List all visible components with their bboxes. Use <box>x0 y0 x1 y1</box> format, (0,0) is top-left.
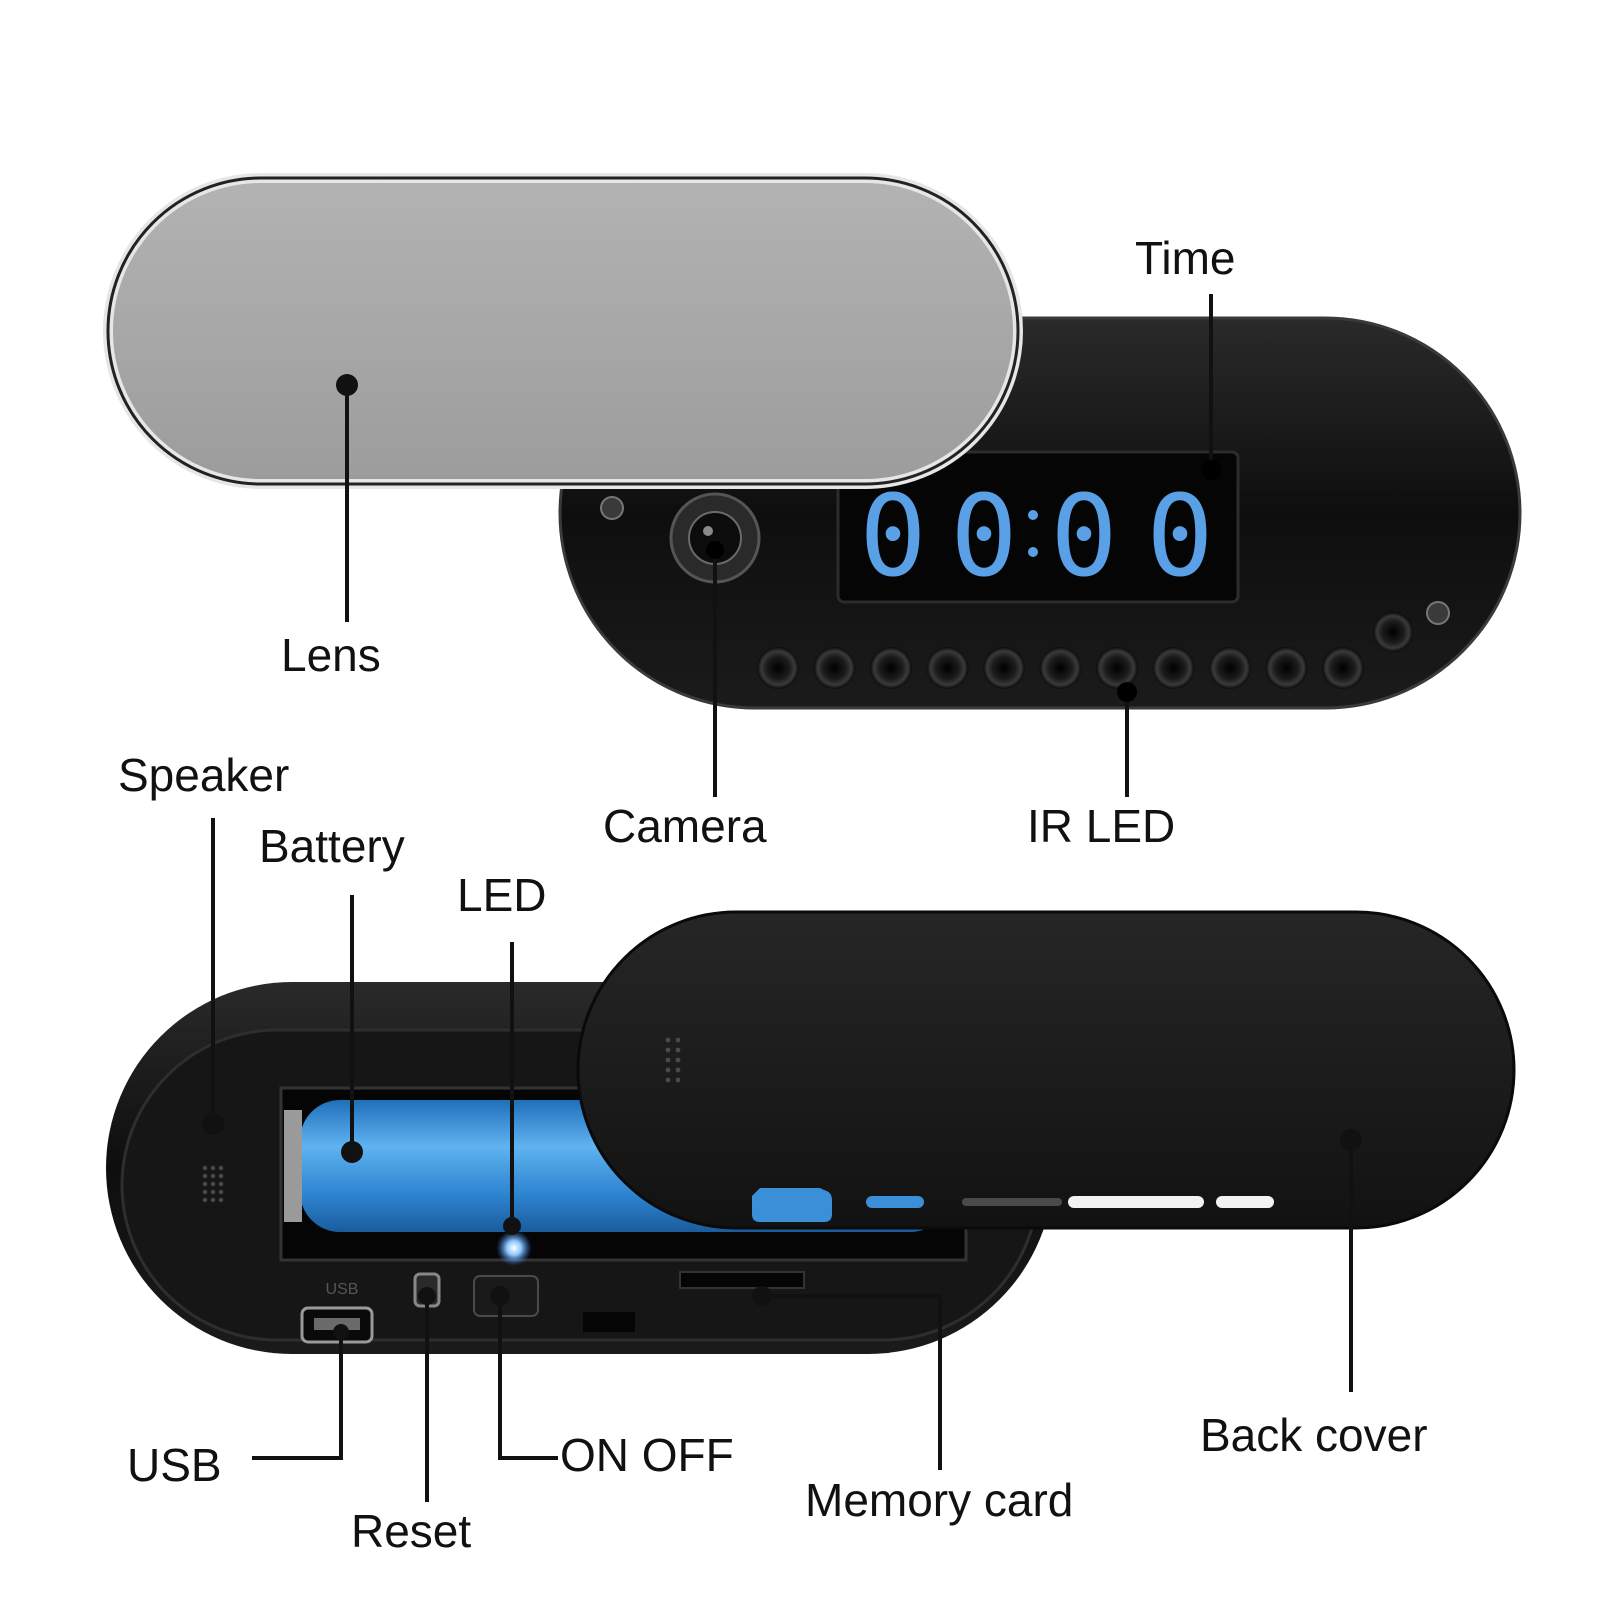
label-lens: Lens <box>281 629 381 681</box>
ir-led <box>757 647 799 689</box>
vent-hole <box>665 1057 671 1063</box>
display-digit: 0 <box>1146 472 1213 602</box>
leader-dot <box>503 1217 521 1235</box>
speaker-hole <box>218 1173 224 1179</box>
leader-dot <box>336 374 358 396</box>
ir-led <box>1209 647 1251 689</box>
cover-strip <box>1068 1196 1204 1208</box>
vent-hole <box>665 1067 671 1073</box>
ir-led <box>813 647 856 689</box>
speaker-hole <box>210 1173 216 1179</box>
vent-hole <box>665 1037 671 1043</box>
leader-on-off <box>498 1296 558 1460</box>
leader-dot <box>1117 682 1137 702</box>
vent-hole <box>665 1047 671 1053</box>
leader-dot <box>1201 460 1221 480</box>
vent-hole <box>675 1037 681 1043</box>
ir-led <box>1096 647 1138 689</box>
vent-hole <box>675 1057 681 1063</box>
label-reset: Reset <box>351 1505 472 1557</box>
leader-memory-card <box>762 1294 942 1470</box>
leader-dot <box>1340 1129 1362 1151</box>
leader-dots <box>202 374 1362 1340</box>
speaker-hole <box>218 1197 224 1203</box>
cover-strip <box>866 1196 924 1208</box>
speaker-hole <box>202 1173 208 1179</box>
vent-hole <box>675 1067 681 1073</box>
speaker-hole <box>218 1165 224 1171</box>
light-sensor <box>1373 612 1413 652</box>
screw-icon <box>1426 601 1450 625</box>
leader-dot <box>333 1324 349 1340</box>
label-on-off: ON OFF <box>560 1429 734 1481</box>
speaker-hole <box>210 1197 216 1203</box>
speaker-hole <box>202 1165 208 1171</box>
leader-dot <box>418 1287 436 1305</box>
ir-led <box>1265 647 1308 689</box>
speaker-hole <box>210 1189 216 1195</box>
lens-panel <box>103 173 1023 489</box>
speaker-hole <box>202 1181 208 1187</box>
leader-lines <box>211 294 1353 1502</box>
ir-led <box>926 647 969 689</box>
speaker-hole <box>210 1181 216 1187</box>
label-memory-card: Memory card <box>805 1474 1074 1526</box>
label-ir-led: IR LED <box>1027 800 1176 852</box>
ir-led <box>1152 647 1195 689</box>
cover-clip <box>752 1188 832 1222</box>
leader-dot <box>490 1286 510 1306</box>
leader-usb <box>252 1332 343 1460</box>
label-speaker: Speaker <box>118 749 290 801</box>
usb-port-mark: USB <box>326 1281 359 1298</box>
ir-led <box>870 647 912 689</box>
speaker-hole <box>218 1181 224 1187</box>
display-digit: 0 <box>950 472 1017 602</box>
label-battery: Battery <box>259 820 405 872</box>
leader-dot <box>202 1113 224 1135</box>
speaker-hole <box>202 1189 208 1195</box>
camera-glint <box>703 526 713 536</box>
leader-dot <box>752 1286 772 1306</box>
ir-led <box>1039 647 1082 689</box>
display-digit: 0 <box>859 472 926 602</box>
label-usb: USB <box>127 1439 222 1491</box>
display-window <box>836 450 1240 604</box>
label-camera: Camera <box>603 800 767 852</box>
ir-led-row <box>757 647 1364 689</box>
speaker-hole <box>202 1197 208 1203</box>
speaker-hole <box>218 1189 224 1195</box>
status-led <box>496 1230 532 1266</box>
leader-dot <box>706 541 724 559</box>
memory-card-slot <box>679 1271 805 1289</box>
label-back-cover: Back cover <box>1200 1409 1428 1461</box>
small-slot <box>583 1312 635 1332</box>
display-digit: 0 <box>1050 472 1117 602</box>
battery-spring <box>284 1110 302 1222</box>
speaker-hole <box>210 1165 216 1171</box>
label-time: Time <box>1135 232 1236 284</box>
cover-strip <box>1216 1196 1274 1208</box>
speaker-grille <box>202 1165 224 1203</box>
ir-led <box>983 647 1025 689</box>
cover-strip <box>962 1198 1062 1206</box>
cover-vent <box>665 1037 681 1083</box>
display-colon <box>1028 510 1038 520</box>
label-led: LED <box>457 869 547 921</box>
back-cover-panel <box>576 910 1516 1230</box>
vent-hole <box>665 1077 671 1083</box>
vent-hole <box>675 1047 681 1053</box>
leader-dot <box>341 1141 363 1163</box>
clock-display: 0 0 0 0 <box>859 472 1213 602</box>
display-colon <box>1028 547 1038 557</box>
vent-hole <box>675 1077 681 1083</box>
ir-led <box>1322 647 1364 689</box>
front-body-rim <box>558 316 1522 710</box>
screw-icon <box>600 496 624 520</box>
